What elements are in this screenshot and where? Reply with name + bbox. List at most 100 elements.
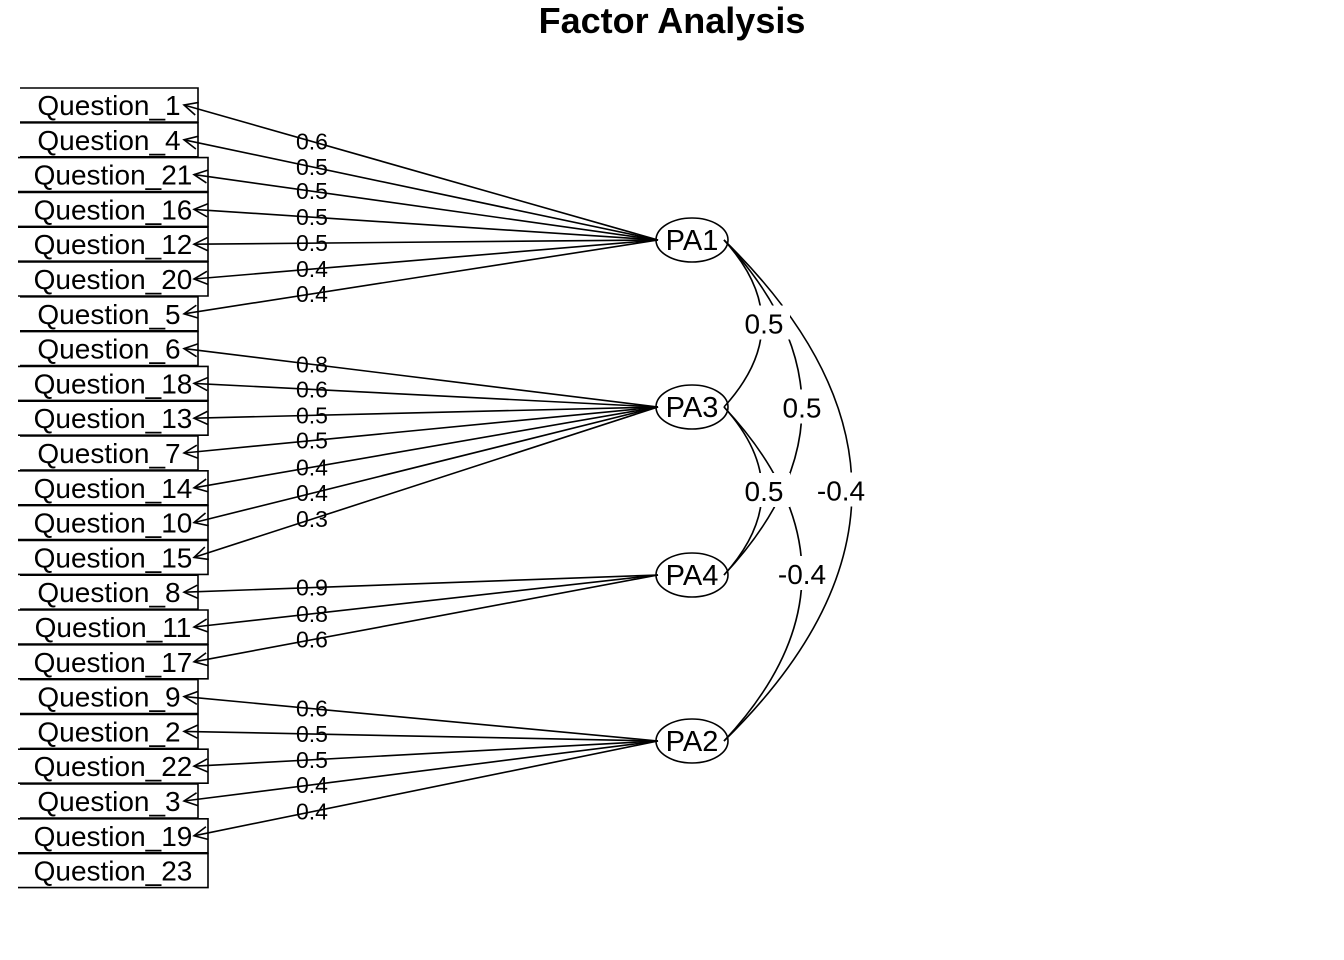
variable-label: Question_10 xyxy=(34,508,193,539)
arrowhead xyxy=(192,546,209,561)
correlation-value-label: -0.4 xyxy=(778,559,826,590)
loading-pa1-question-12 xyxy=(192,236,659,252)
arrowhead xyxy=(192,203,209,218)
loading-value-label: 0.5 xyxy=(296,747,328,773)
loading-pa4-question-17 xyxy=(192,574,659,667)
box-frame xyxy=(20,678,199,715)
variable-box-question-13: Question_13 xyxy=(18,400,209,436)
loading-line xyxy=(193,740,659,767)
loading-pa1-question-21 xyxy=(192,169,659,241)
loading-pa2-question-9 xyxy=(182,690,659,742)
variable-label: Question_18 xyxy=(34,368,193,399)
loading-pa3-question-10 xyxy=(192,406,659,527)
correlation-label-bg xyxy=(776,389,828,424)
arrowhead xyxy=(182,101,199,116)
variable-box-question-7: Question_7 xyxy=(20,435,199,471)
loading-value-label: 0.5 xyxy=(296,428,328,454)
loading-line xyxy=(183,347,659,408)
loading-pa2-question-19 xyxy=(192,740,659,841)
variable-box-question-15: Question_15 xyxy=(18,539,209,576)
variable-box-question-14: Question_14 xyxy=(18,470,209,506)
loading-value-label: 0.5 xyxy=(296,178,328,204)
loading-line xyxy=(193,208,659,241)
loading-line xyxy=(193,406,659,489)
factor-ellipse xyxy=(655,552,729,598)
loading-value-label: 0.4 xyxy=(296,454,328,480)
loading-pa1-question-4 xyxy=(182,135,659,241)
box-frame xyxy=(18,504,209,541)
variable-label: Question_1 xyxy=(37,90,180,121)
arrowhead xyxy=(182,343,199,358)
correlation-label-bg xyxy=(776,556,828,590)
loading-line xyxy=(193,740,659,837)
arrowhead xyxy=(192,410,208,426)
correlation-label-bg xyxy=(738,305,790,340)
loading-line xyxy=(193,239,659,245)
loading-line xyxy=(183,740,659,802)
variable-label: Question_4 xyxy=(37,125,180,156)
variable-label: Question_11 xyxy=(35,612,192,643)
variable-label: Question_5 xyxy=(37,299,180,330)
factor-node-pa2: PA2 xyxy=(655,718,729,764)
loading-pa2-question-3 xyxy=(182,740,659,807)
arrowhead xyxy=(192,618,209,633)
variable-label: Question_13 xyxy=(34,403,193,434)
variable-box-question-22: Question_22 xyxy=(18,748,209,784)
loading-line xyxy=(183,239,659,315)
loading-value-label: 0.5 xyxy=(296,230,328,256)
variable-label: Question_22 xyxy=(34,751,193,782)
box-frame xyxy=(18,365,209,402)
loading-pa3-question-13 xyxy=(192,406,659,426)
variable-label: Question_20 xyxy=(34,264,193,295)
correlation-label-bg xyxy=(815,472,867,507)
box-frame xyxy=(18,852,209,889)
loading-value-label: 0.4 xyxy=(296,256,328,282)
arrowhead xyxy=(182,584,199,599)
correlation-value-label: 0.5 xyxy=(745,309,784,340)
loading-line xyxy=(193,406,659,559)
variable-box-question-20: Question_20 xyxy=(18,261,209,297)
loading-line xyxy=(193,239,659,280)
loading-pa1-question-20 xyxy=(192,239,659,286)
loading-line xyxy=(193,574,659,628)
diagram-title: Factor Analysis xyxy=(539,0,806,41)
variable-label: Question_9 xyxy=(37,682,180,713)
arrowhead xyxy=(192,826,209,841)
loading-pa4-question-8 xyxy=(182,574,659,599)
loading-value-label: 0.4 xyxy=(296,281,328,307)
variable-label: Question_12 xyxy=(34,229,193,260)
loading-line xyxy=(183,104,659,241)
labels-layer: 0.60.50.50.50.50.40.40.80.60.50.50.40.40… xyxy=(296,128,867,825)
variable-label: Question_14 xyxy=(34,473,193,504)
arrowhead xyxy=(192,236,208,252)
variable-label: Question_16 xyxy=(34,194,193,225)
arrowhead xyxy=(182,135,199,150)
variable-label: Question_2 xyxy=(37,716,180,747)
variable-box-question-8: Question_8 xyxy=(20,574,199,610)
loading-value-label: 0.8 xyxy=(296,601,328,627)
loading-line xyxy=(193,574,659,663)
loading-value-label: 0.4 xyxy=(296,799,328,825)
loading-line xyxy=(193,406,659,524)
variable-box-question-16: Question_16 xyxy=(18,191,209,228)
loading-pa3-question-14 xyxy=(192,406,659,493)
factor-label: PA1 xyxy=(666,225,719,257)
loading-pa1-question-1 xyxy=(182,101,659,241)
variable-label: Question_7 xyxy=(37,438,180,469)
loading-value-label: 0.5 xyxy=(296,402,328,428)
arrowhead xyxy=(182,724,198,739)
correlation-value-label: 0.5 xyxy=(783,393,822,424)
arrowhead xyxy=(192,758,209,773)
arrowhead xyxy=(192,478,209,493)
arrowhead xyxy=(192,270,209,286)
correlation-value-label: -0.4 xyxy=(817,476,865,507)
variable-box-question-18: Question_18 xyxy=(18,365,209,402)
loading-value-label: 0.4 xyxy=(296,772,328,798)
loading-value-label: 0.6 xyxy=(296,376,328,402)
variable-label: Question_15 xyxy=(34,542,193,573)
loading-line xyxy=(183,406,659,454)
edges-layer xyxy=(182,101,853,841)
loading-line xyxy=(193,173,659,241)
loading-value-label: 0.5 xyxy=(296,204,328,230)
